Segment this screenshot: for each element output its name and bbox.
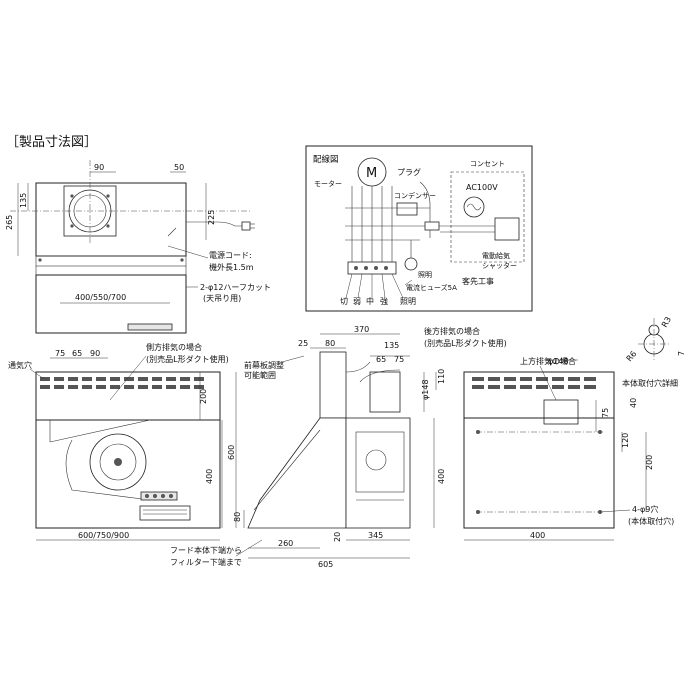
svg-text:電流ヒューズ5A: 電流ヒューズ5A bbox=[406, 283, 457, 292]
fuse-icon bbox=[424, 221, 440, 231]
svg-text:中: 中 bbox=[366, 296, 374, 306]
svg-text:80: 80 bbox=[233, 512, 242, 522]
side-hood-front bbox=[247, 417, 347, 529]
front-switch-panel bbox=[140, 491, 178, 501]
svg-text:400/550/700: 400/550/700 bbox=[75, 293, 126, 302]
svg-text:4-φ9穴: 4-φ9穴 bbox=[632, 504, 658, 514]
shutter-motor-icon bbox=[494, 217, 520, 241]
svg-text:400: 400 bbox=[205, 469, 214, 484]
svg-text:φ148: φ148 bbox=[421, 379, 430, 400]
svg-text:上方排気の場合: 上方排気の場合 bbox=[520, 356, 576, 366]
svg-text:電源コード:: 電源コード: bbox=[209, 251, 252, 260]
svg-text:照明: 照明 bbox=[418, 271, 432, 279]
wiring-diagram: 配線図 M モーター プラグ コンデンサー 照明 電流ヒューズ5A 切 弱 中 … bbox=[305, 145, 533, 312]
svg-text:90: 90 bbox=[94, 163, 104, 172]
rear-elbow-duct bbox=[369, 371, 401, 413]
svg-text:605: 605 bbox=[318, 560, 333, 569]
svg-text:110: 110 bbox=[437, 369, 446, 384]
svg-text:600/750/900: 600/750/900 bbox=[78, 531, 129, 540]
svg-text:75: 75 bbox=[55, 349, 65, 358]
svg-text:前幕板調整: 前幕板調整 bbox=[244, 360, 284, 370]
svg-text:225: 225 bbox=[207, 210, 216, 225]
svg-text:345: 345 bbox=[368, 531, 383, 540]
svg-text:客先工事: 客先工事 bbox=[462, 276, 494, 286]
svg-text:50: 50 bbox=[174, 163, 184, 172]
condenser-icon bbox=[396, 202, 418, 216]
svg-text:配線図: 配線図 bbox=[313, 154, 339, 165]
svg-text:65: 65 bbox=[72, 349, 82, 358]
svg-text:後方排気の場合: 後方排気の場合 bbox=[424, 326, 480, 336]
top-view: 90 50 265 135 225 400/550/700 電源コード: 機外長… bbox=[5, 160, 271, 334]
svg-text:600: 600 bbox=[227, 445, 236, 460]
svg-text:電動給気: 電動給気 bbox=[482, 251, 510, 260]
svg-text:本体取付穴詳細: 本体取付穴詳細 bbox=[622, 378, 678, 388]
top-exhaust-duct bbox=[543, 399, 579, 425]
svg-text:2-φ12ハーフカット: 2-φ12ハーフカット bbox=[200, 283, 271, 292]
svg-text:M: M bbox=[366, 166, 377, 181]
svg-text:フード本体下端から: フード本体下端から bbox=[170, 545, 242, 555]
svg-text:265: 265 bbox=[5, 215, 14, 230]
svg-text:R6: R6 bbox=[625, 349, 639, 363]
front-view-lower bbox=[35, 419, 221, 529]
svg-text:φ148: φ148 bbox=[548, 357, 569, 366]
svg-text:AC100V: AC100V bbox=[466, 183, 498, 192]
duct-pipe bbox=[319, 351, 347, 419]
svg-text:モーター: モーター bbox=[314, 179, 342, 188]
svg-text:90: 90 bbox=[90, 349, 100, 358]
svg-text:コンデンサー: コンデンサー bbox=[394, 191, 436, 200]
svg-text:370: 370 bbox=[354, 325, 369, 334]
svg-text:400: 400 bbox=[530, 531, 545, 540]
top-view-front bbox=[35, 274, 187, 334]
top-view-switch-panel bbox=[127, 323, 173, 331]
page-title: ［製品寸法図］ bbox=[6, 135, 97, 150]
svg-text:25: 25 bbox=[298, 339, 308, 348]
side-fan-unit bbox=[355, 431, 405, 493]
svg-text:フィルター下端まで: フィルター下端まで bbox=[170, 557, 242, 567]
lamp-icon bbox=[404, 257, 418, 271]
svg-text:120: 120 bbox=[621, 433, 630, 448]
right-vent-slots bbox=[472, 377, 596, 389]
svg-text:20: 20 bbox=[333, 532, 342, 542]
svg-text:シャッター: シャッター bbox=[482, 261, 517, 270]
svg-text:40: 40 bbox=[629, 398, 638, 408]
customer-work-box bbox=[450, 171, 525, 263]
svg-text:側方排気の場合: 側方排気の場合 bbox=[146, 342, 202, 352]
svg-text:R3: R3 bbox=[660, 315, 673, 329]
right-view-lower bbox=[463, 417, 615, 529]
svg-text:260: 260 bbox=[278, 539, 293, 548]
front-view: 通気穴 75 65 90 側方排気の場合 (別売品L形ダクト使用) 200 60… bbox=[8, 342, 237, 541]
svg-text:可能範囲: 可能範囲 bbox=[244, 370, 276, 380]
svg-text:(別売品L形ダクト使用): (別売品L形ダクト使用) bbox=[424, 338, 507, 348]
svg-text:強: 強 bbox=[380, 296, 388, 306]
svg-text:75: 75 bbox=[601, 408, 610, 418]
svg-text:200: 200 bbox=[645, 455, 654, 470]
svg-text:(別売品L形ダクト使用): (別売品L形ダクト使用) bbox=[146, 354, 229, 364]
svg-text:(本体取付穴): (本体取付穴) bbox=[628, 516, 674, 526]
svg-text:機外長1.5m: 機外長1.5m bbox=[209, 262, 254, 272]
svg-text:135: 135 bbox=[384, 341, 399, 350]
svg-text:75: 75 bbox=[394, 355, 404, 364]
svg-text:80: 80 bbox=[325, 339, 335, 348]
svg-text:コンセント: コンセント bbox=[470, 160, 505, 168]
svg-text:照明: 照明 bbox=[400, 297, 416, 306]
svg-text:135: 135 bbox=[19, 193, 28, 208]
side-hood-body bbox=[345, 417, 411, 529]
svg-text:200: 200 bbox=[199, 389, 208, 404]
svg-text:65: 65 bbox=[376, 355, 386, 364]
svg-text:プラグ: プラグ bbox=[397, 167, 421, 177]
power-plug-icon bbox=[241, 221, 251, 231]
wiring-frame bbox=[305, 145, 533, 312]
svg-text:弱: 弱 bbox=[353, 297, 361, 306]
filter-icon bbox=[139, 505, 191, 521]
svg-text:400: 400 bbox=[437, 469, 446, 484]
svg-text:7: 7 bbox=[677, 351, 686, 356]
vent-slots bbox=[40, 377, 204, 389]
right-view: 上方排気の場合 φ148 75 120 200 40 400 R3 R6 7 本… bbox=[463, 315, 686, 541]
svg-text:通気穴: 通気穴 bbox=[8, 360, 32, 370]
svg-text:(天吊り用): (天吊り用) bbox=[203, 294, 241, 303]
svg-text:切: 切 bbox=[340, 297, 348, 306]
side-view: 370 25 80 前幕板調整 可能範囲 後方排気の場合 (別売品L形ダクト使用… bbox=[170, 325, 507, 569]
